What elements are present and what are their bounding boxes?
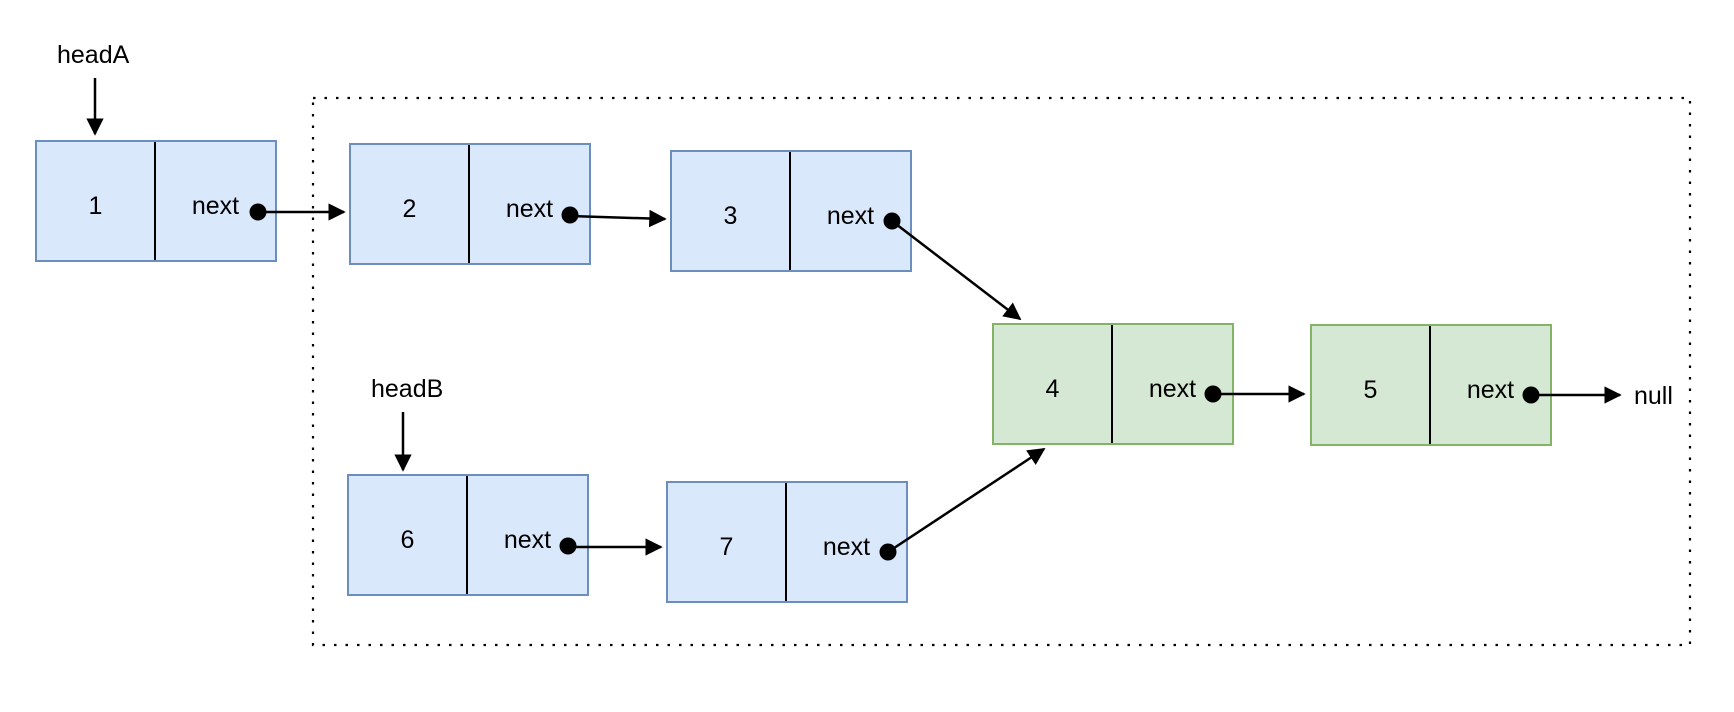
node-next-label: next bbox=[1148, 374, 1197, 403]
list-node-3: 3 next bbox=[670, 150, 912, 272]
list-node-5: 5 next bbox=[1310, 324, 1552, 446]
headB-label: headB bbox=[371, 375, 444, 403]
node-value: 5 bbox=[1312, 326, 1431, 444]
node-next-label: next bbox=[1466, 375, 1515, 404]
node-next-label: next bbox=[505, 194, 554, 223]
null-label: null bbox=[1634, 382, 1673, 410]
node-value: 2 bbox=[351, 145, 470, 263]
node-value: 6 bbox=[349, 476, 468, 594]
arrow-7-to-4 bbox=[887, 447, 1046, 554]
list-node-7: 7 next bbox=[666, 481, 908, 603]
headA-label: headA bbox=[57, 41, 130, 69]
node-value: 1 bbox=[37, 142, 156, 260]
node-next-label: next bbox=[191, 191, 240, 220]
list-node-2: 2 next bbox=[349, 143, 591, 265]
list-node-1: 1 next bbox=[35, 140, 277, 262]
list-node-4: 4 next bbox=[992, 323, 1234, 445]
list-node-6: 6 next bbox=[347, 474, 589, 596]
node-next-label: next bbox=[826, 201, 875, 230]
node-value: 7 bbox=[668, 483, 787, 601]
node-next-label: next bbox=[822, 532, 871, 561]
node-next-label: next bbox=[503, 525, 552, 554]
node-value: 3 bbox=[672, 152, 791, 270]
node-value: 4 bbox=[994, 325, 1113, 443]
